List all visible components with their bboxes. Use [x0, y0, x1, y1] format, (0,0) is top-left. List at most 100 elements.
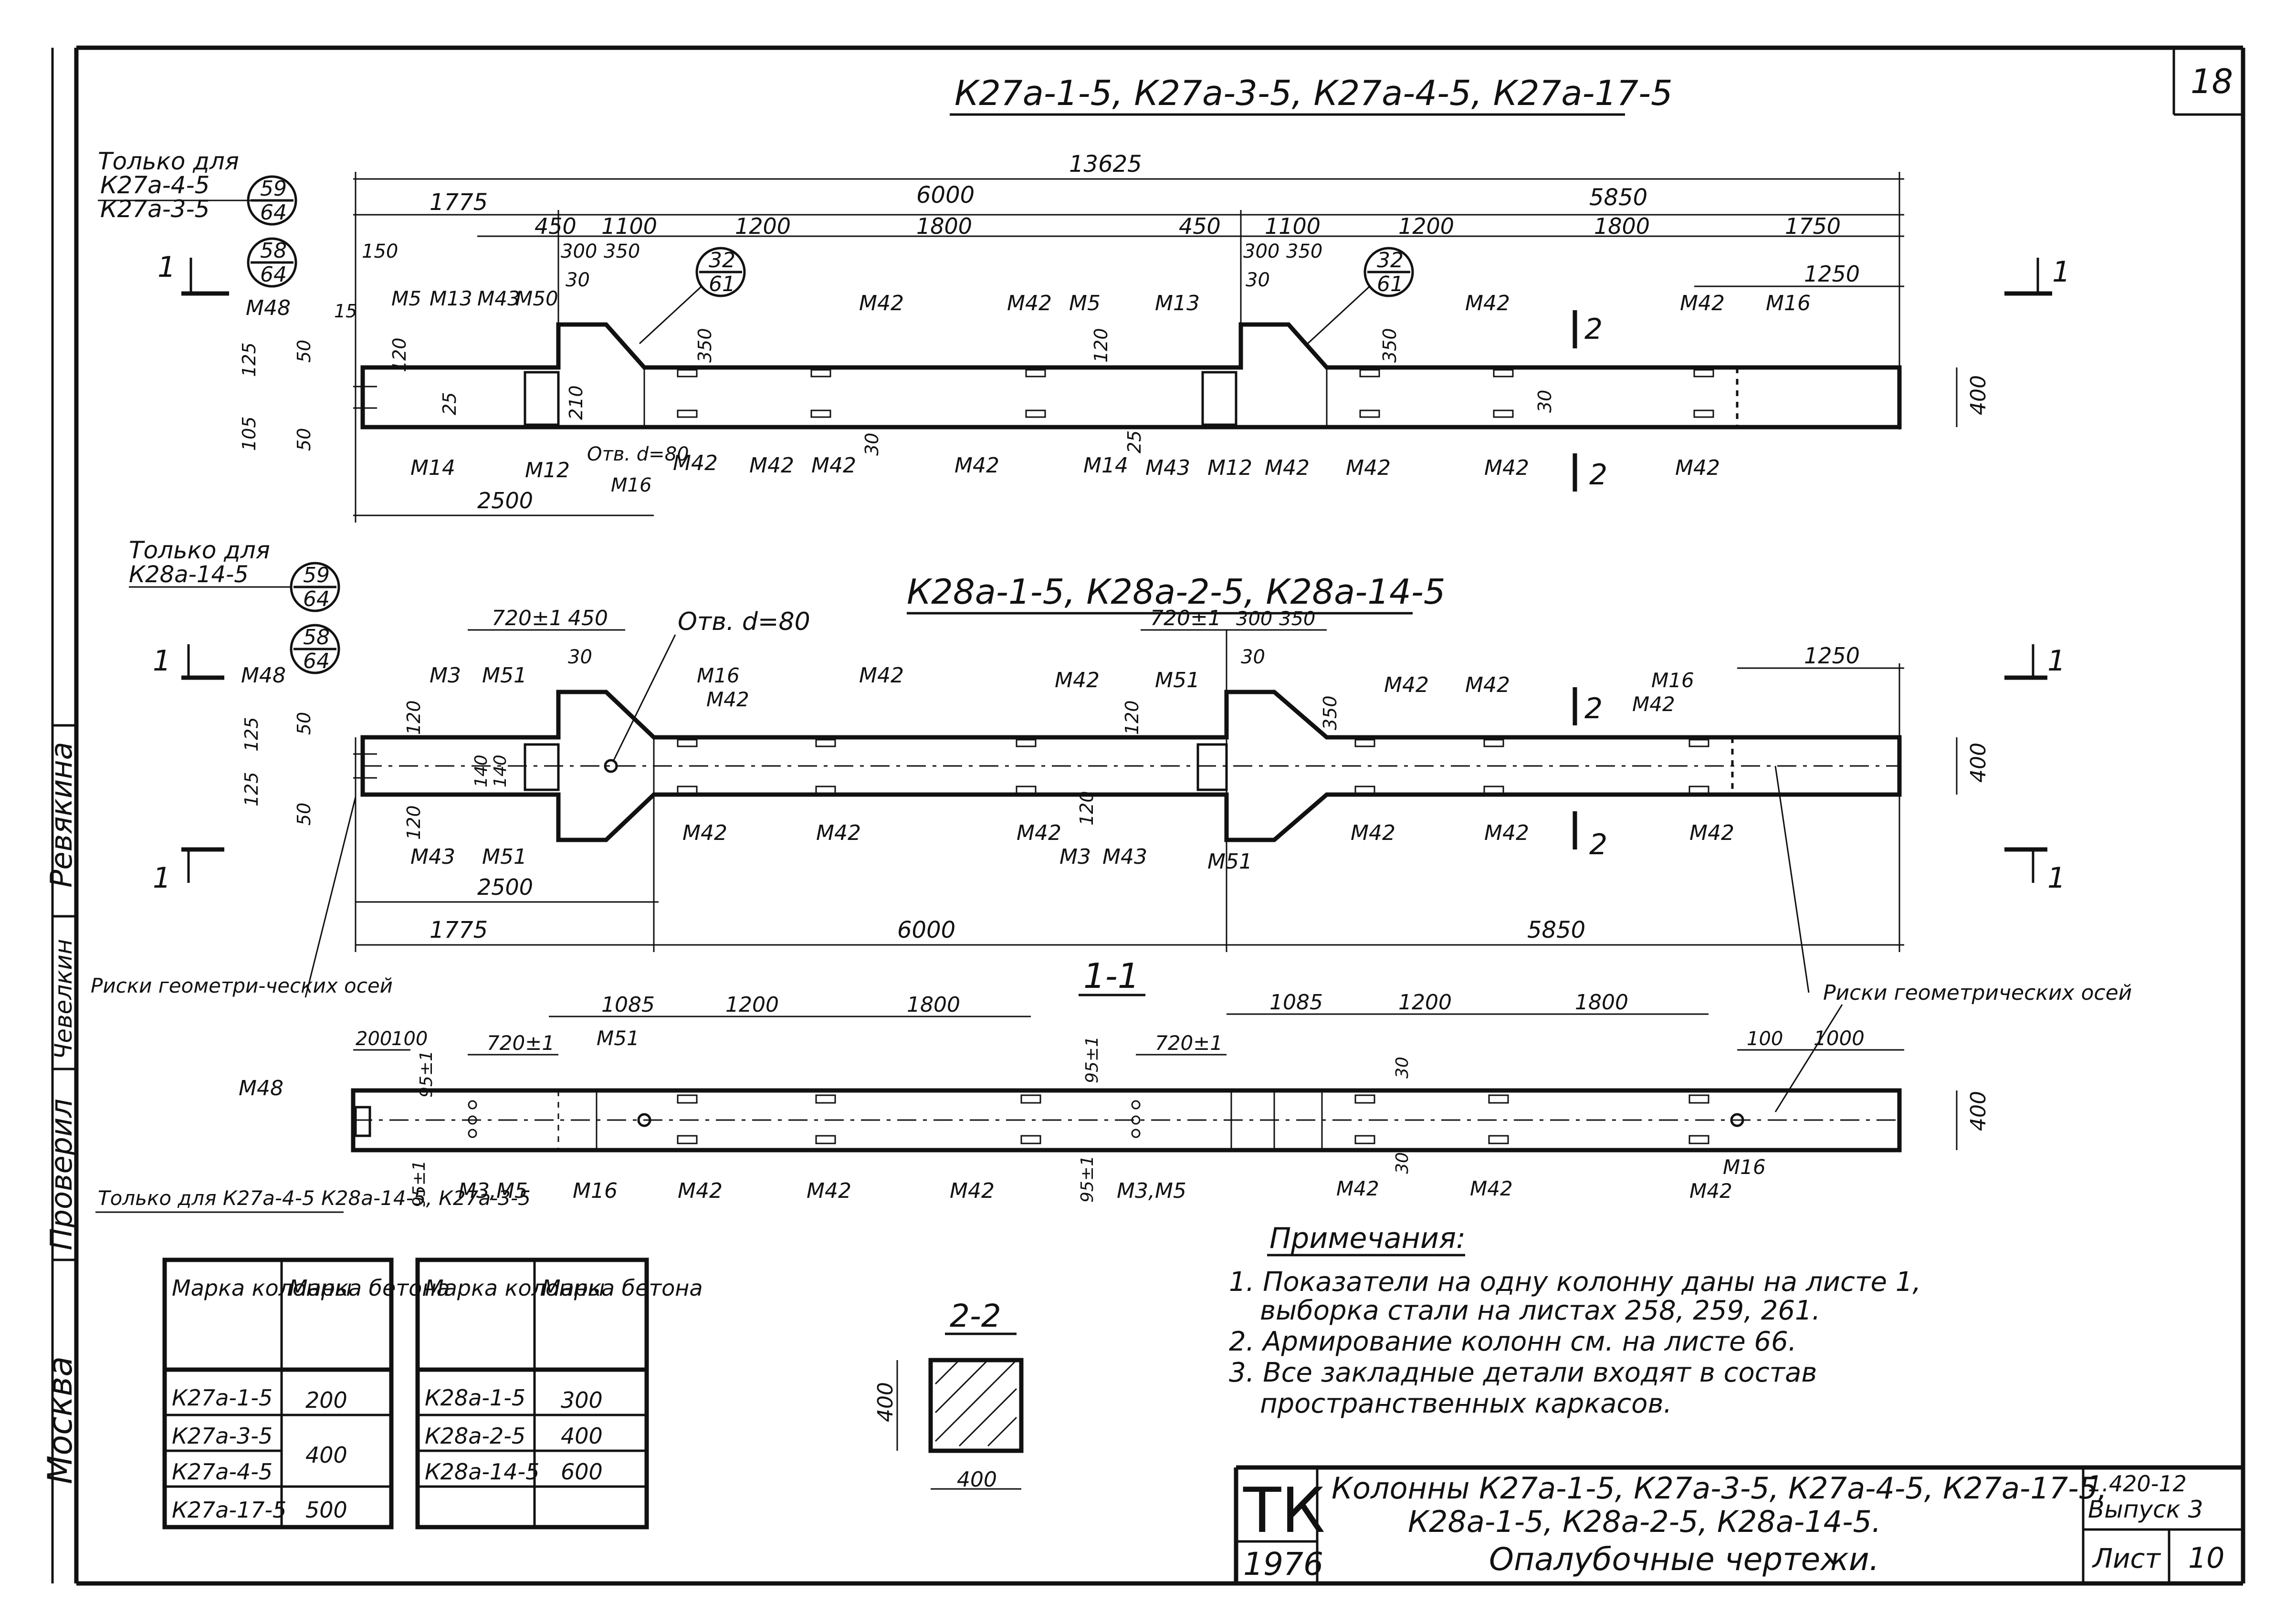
d1-dim-1775: 1775	[430, 189, 488, 216]
d1-dim-450a: 450	[535, 213, 577, 239]
s22-dim-width: 400	[957, 1467, 997, 1492]
drawing2-only-for: Только для	[129, 536, 270, 564]
d1-section-2-bottom: 2	[1589, 458, 1607, 492]
sheet-frame	[51, 45, 2245, 1586]
callout-61: 61	[709, 272, 735, 296]
d2-mark-m42k: М42	[1484, 821, 1529, 845]
d2-mark-m42l: М42	[1689, 821, 1734, 845]
d1-dim-30a: 30	[566, 269, 590, 291]
d1-dim-1100b: 1100	[1265, 213, 1321, 239]
s11-dim-100: 100	[391, 1028, 428, 1050]
d2-mark-m42f: М42	[1632, 692, 1675, 716]
table2-row3-grade: 600	[561, 1459, 603, 1485]
callout-32-61-left: 32 61	[639, 247, 746, 345]
d1-dim-120a: 120	[389, 337, 410, 372]
tk-logo: ТК	[1243, 1474, 1325, 1547]
table2-header-col1: Марка колонны	[425, 1275, 605, 1301]
d2-mark-m42c: М42	[1055, 668, 1100, 692]
s11-dim-1800a: 1800	[907, 993, 960, 1017]
column-k27a-elevation: К27а-1-5, К27а-3-5, К27а-4-5, К27а-17-5 …	[98, 73, 2070, 523]
title-line-1: Колонны К27а-1-5, К27а-3-5, К27а-4-5, К2…	[1332, 1471, 2107, 1506]
d1-dim-25a: 25	[439, 392, 460, 415]
d1-dim-1250: 1250	[1804, 261, 1860, 287]
drawing2-title: К28а-1-5, К28а-2-5, К28а-14-5	[907, 572, 1446, 612]
callout-61b: 61	[1377, 272, 1404, 296]
d1-mark-m42-7: М42	[811, 453, 856, 478]
d1-dim-1200b: 1200	[1398, 213, 1454, 239]
table1-row4-grade: 500	[305, 1497, 347, 1523]
d2-dim-300: 300	[1236, 608, 1272, 630]
notes-title: Примечания:	[1269, 1222, 1466, 1255]
d1-dim-1800a: 1800	[916, 213, 972, 239]
s11-dim-1085b: 1085	[1269, 990, 1323, 1015]
d1-mark-m43: М43	[477, 287, 520, 310]
d1-mark-m16: М16	[1766, 291, 1811, 315]
d1-dim-1800b: 1800	[1594, 213, 1650, 239]
table1-row2-mark: К27а-3-5	[172, 1423, 273, 1449]
d2-mark-m42b: М42	[859, 663, 904, 688]
d1-dim-25b: 25	[1124, 430, 1145, 453]
s11-axis-note-left: Риски геометри-ческих осей	[91, 974, 393, 997]
d1-dim-400: 400	[1966, 375, 1991, 415]
d1-mark-m42-1: М42	[859, 291, 904, 315]
d1-dim-30c: 30	[861, 433, 882, 456]
d2-mark-m42j: М42	[1351, 821, 1395, 845]
sheet-number: 18	[2191, 62, 2233, 101]
notes-line-2: выборка стали на листах 258, 259, 261.	[1260, 1295, 1820, 1326]
d2-hole: Отв. d=80	[678, 608, 810, 636]
side-stamp: Ревякина Чевелкин Проверил Москва	[41, 742, 80, 1484]
d1-mark-m50: М50	[515, 287, 558, 310]
d1-dim-350d: 350	[1379, 328, 1400, 363]
d1-mark-m48: М48	[246, 296, 291, 320]
d2-dim-720a: 720±1	[492, 606, 563, 630]
embedded-parts-d1	[677, 367, 1739, 427]
d1-mark-m42-10: М42	[1346, 456, 1391, 480]
sheet-label: Лист	[2092, 1543, 2161, 1574]
callout-64b: 64	[260, 262, 287, 287]
d2-dim-1250: 1250	[1804, 643, 1860, 669]
d1-dim-50a: 50	[294, 340, 315, 363]
callout-59: 59	[260, 177, 287, 201]
s11-dim-200: 200	[356, 1028, 392, 1050]
d1-dim-30b: 30	[1246, 269, 1270, 291]
d2-dim-350c: 350	[1320, 695, 1341, 730]
d2-section-1-bl: 1	[153, 861, 171, 895]
drawing1-only-for: Только для	[98, 147, 239, 175]
table2-row2-mark: К28а-2-5	[425, 1423, 525, 1449]
s11-dim-720a: 720±1	[487, 1031, 555, 1055]
d1-mark-m43b: М43	[1145, 456, 1190, 480]
d1-dim-120b: 120	[1091, 328, 1112, 363]
d2-mark-m42d: М42	[1384, 673, 1429, 697]
d1-mark-m42-12: М42	[1675, 456, 1720, 480]
s11-mark-m42b: М42	[807, 1179, 851, 1203]
s11-dim-30b: 30	[1393, 1152, 1412, 1174]
series-number: 1.420-12	[2088, 1471, 2187, 1497]
d2-section-2-top: 2	[1584, 692, 1603, 725]
d1-mark-m5: М5	[391, 287, 421, 310]
table1-row4-mark: К27а-17-5	[172, 1497, 286, 1523]
s11-dim-100b: 100	[1747, 1028, 1783, 1050]
d1-dim-150: 150	[362, 241, 398, 262]
d1-dim-30d: 30	[1534, 390, 1555, 413]
tk-year: 1976	[1243, 1546, 1323, 1582]
d1-dim-105: 105	[239, 416, 260, 451]
d1-dim-125: 125	[239, 342, 260, 377]
d1-dim-300b: 300	[1243, 241, 1279, 262]
d1-mark-m42-6: М42	[749, 453, 794, 478]
table1-header-col2: Марка бетона	[289, 1275, 450, 1301]
drawing1-title: К27а-1-5, К27а-3-5, К27а-4-5, К27а-17-5	[954, 73, 1673, 113]
s11-dim-720b: 720±1	[1155, 1031, 1223, 1055]
table2-row1-grade: 300	[561, 1387, 603, 1413]
table1-row1-grade: 200	[305, 1387, 347, 1413]
d2-mark-m42h: М42	[816, 821, 861, 845]
embedded-parts-s11	[354, 1094, 1709, 1144]
d1-section-1-right: 1	[2052, 255, 2070, 289]
drawing2-only-for-mark: К28а-14-5	[129, 561, 249, 588]
d2-section-2-bottom: 2	[1589, 828, 1607, 861]
d1-dim-1100a: 1100	[601, 213, 657, 239]
d1-dim-50b: 50	[294, 428, 315, 451]
s11-dim-95c: 95±1	[409, 1160, 429, 1207]
d1-mark-m42-2: М42	[1007, 291, 1052, 315]
section-1-1-title: 1-1	[1083, 956, 1140, 996]
embedded-parts-d2	[677, 737, 1734, 795]
